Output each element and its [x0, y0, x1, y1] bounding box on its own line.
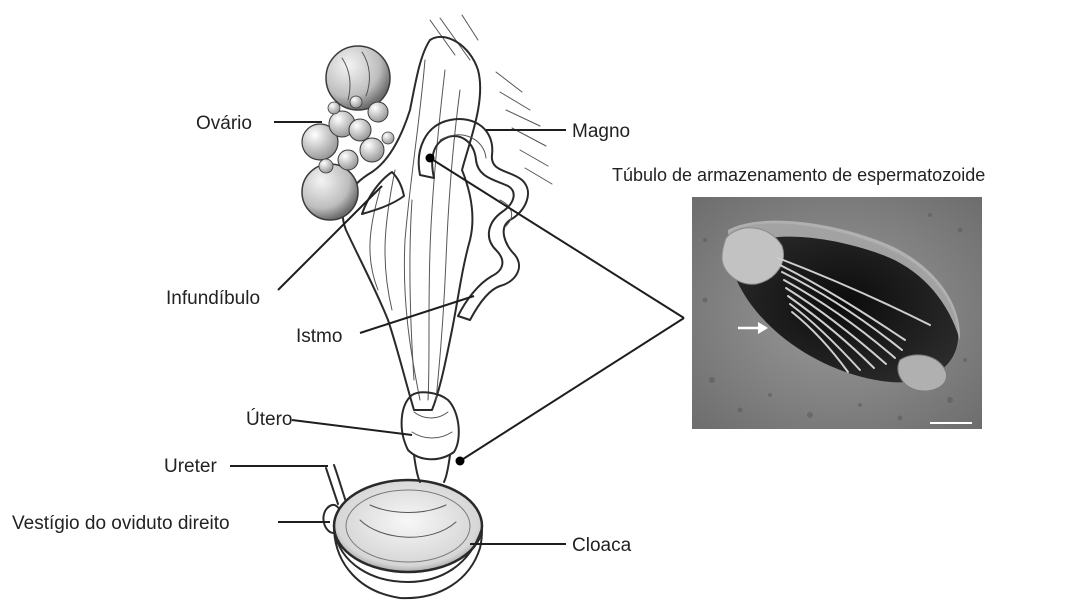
yolk-large-bottom: [302, 164, 358, 220]
yolk-tiny-4: [319, 159, 333, 173]
callout-line-lower: [460, 318, 684, 461]
cloaca-rim: [334, 480, 482, 572]
leader-istmo: [360, 296, 474, 333]
label-infundibulo: Infundíbulo: [166, 288, 260, 309]
yolk-tiny-1: [328, 102, 340, 114]
label-magno: Magno: [572, 121, 630, 142]
callout-dot-magno: [426, 154, 435, 163]
label-istmo: Istmo: [296, 326, 342, 347]
yolk-small-2: [349, 119, 371, 141]
ovario-cluster: [302, 46, 394, 220]
yolk-small-5: [338, 150, 358, 170]
callout-dot-utero: [456, 457, 465, 466]
micrograph-title: Túbulo de armazenamento de espermatozoid…: [612, 165, 985, 185]
yolk-tiny-2: [350, 96, 362, 108]
label-utero: Útero: [246, 408, 292, 430]
yolk-small-4: [360, 138, 384, 162]
infundibulo-funnel: [362, 172, 404, 214]
yolk-small-3: [368, 102, 388, 122]
leader-utero: [292, 420, 412, 435]
label-ovario: Ovário: [196, 113, 252, 134]
label-cloaca: Cloaca: [572, 535, 632, 556]
sem-micrograph: [692, 197, 982, 429]
label-vestigio: Vestígio do oviduto direito: [12, 513, 230, 534]
label-ureter: Ureter: [164, 456, 217, 477]
utero-body: [402, 392, 459, 459]
yolk-tiny-3: [382, 132, 394, 144]
